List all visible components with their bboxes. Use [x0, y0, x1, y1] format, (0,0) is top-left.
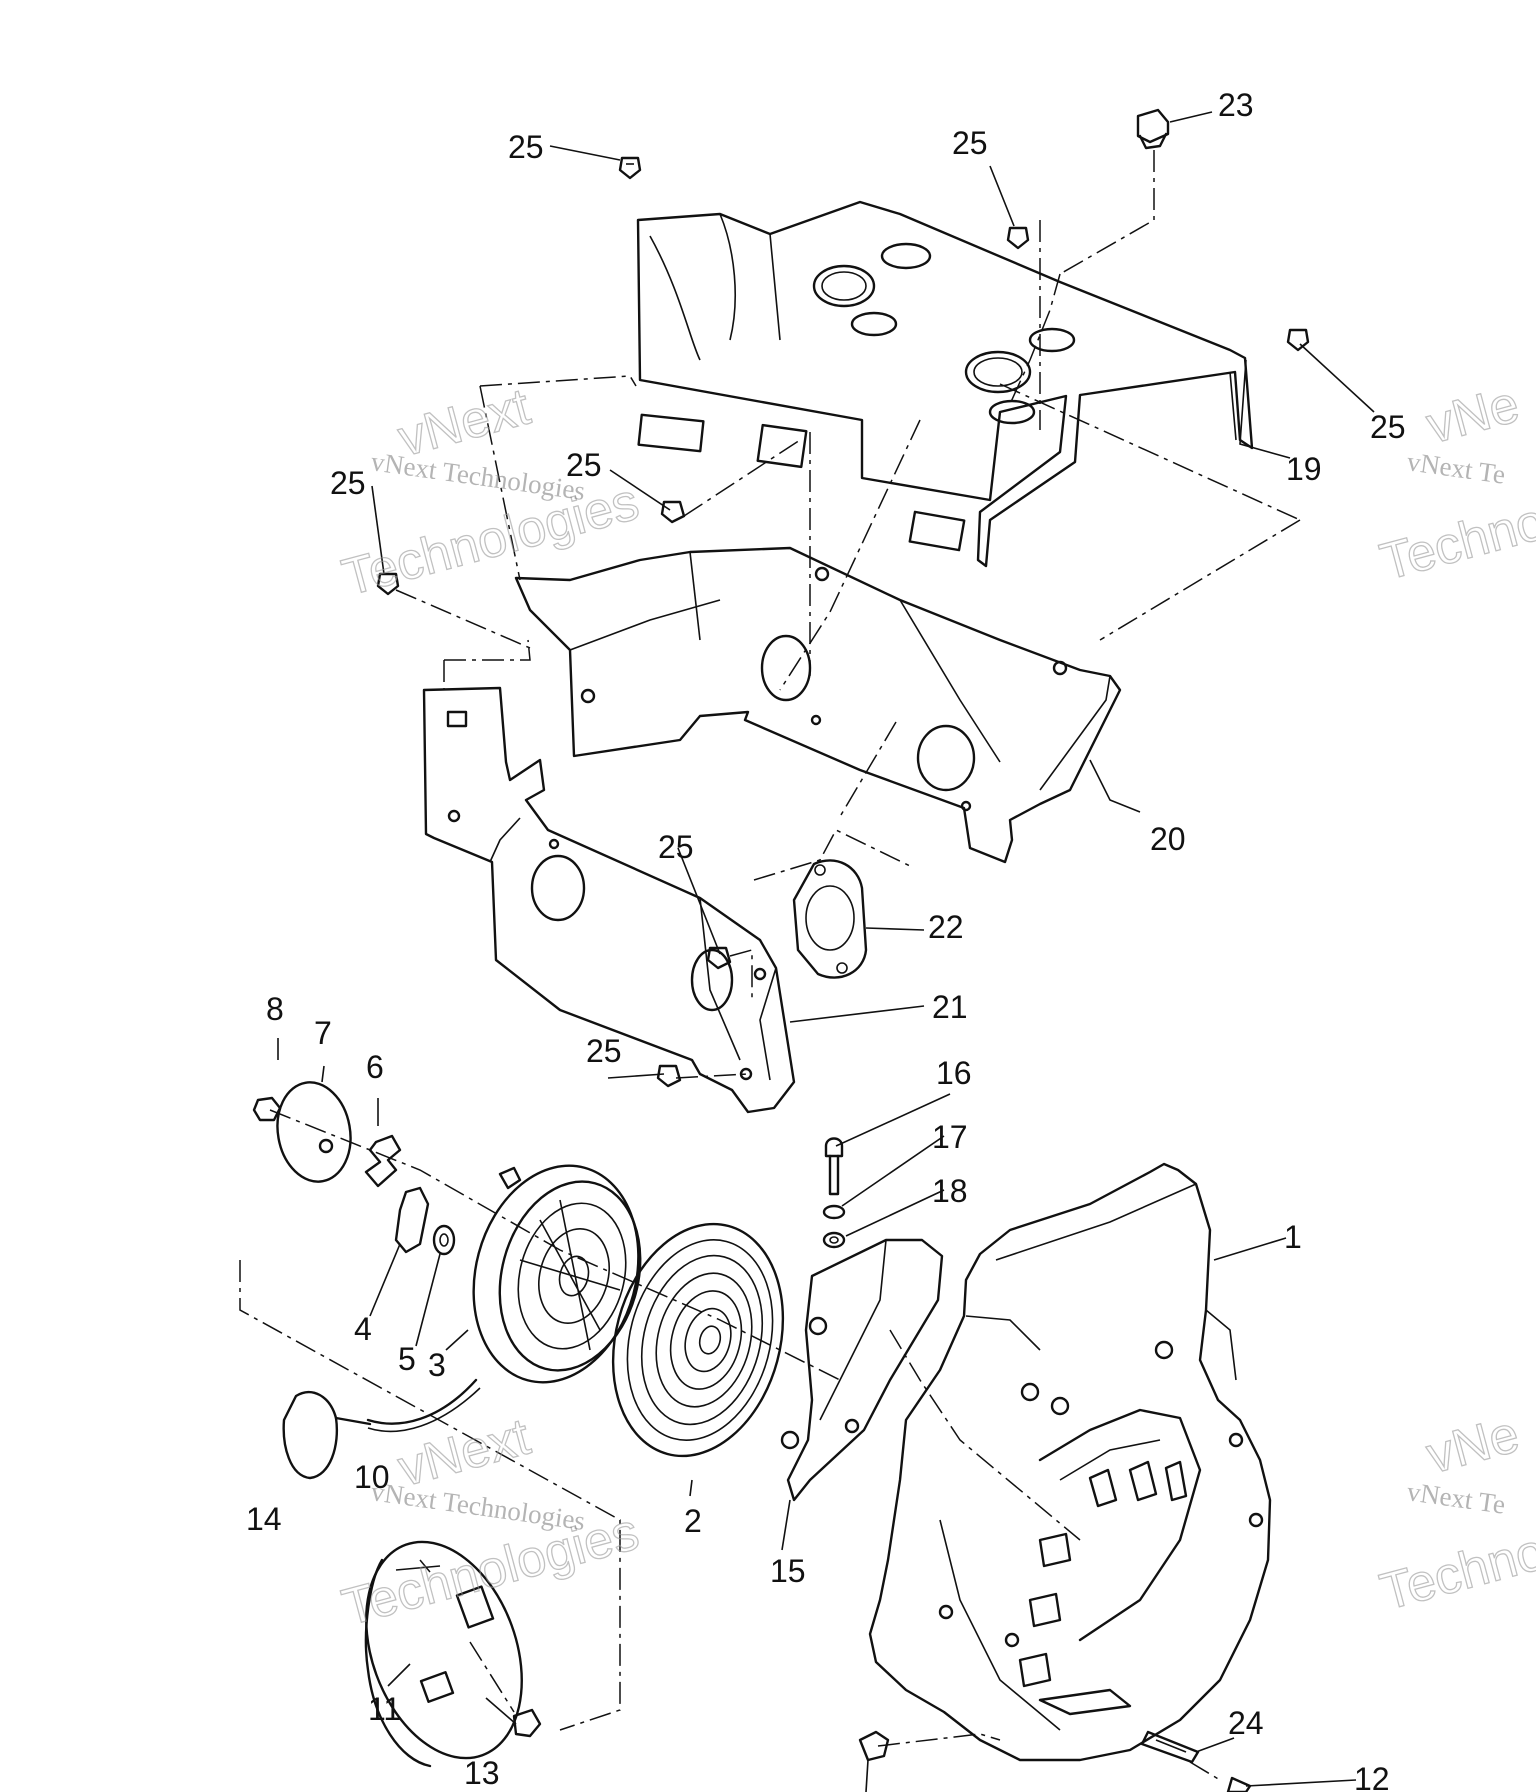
recoil-spring-2 [611, 1222, 785, 1458]
housing-screw [858, 1730, 890, 1792]
upper-fan-cover-19 [636, 200, 1254, 568]
callout-22: 22 [928, 909, 964, 945]
callout-18: 18 [932, 1173, 968, 1209]
callout-20: 20 [1150, 821, 1186, 857]
exhaust-gasket-22 [792, 859, 868, 979]
starter-rope-and-handle-14 [282, 1378, 481, 1480]
screw-12 [1226, 1776, 1252, 1792]
clip-24 [1140, 1730, 1200, 1764]
callout-16: 16 [936, 1055, 972, 1091]
watermark-technologies-partial: Techno [1374, 1522, 1536, 1621]
callout-13: 13 [464, 1755, 500, 1791]
callout-7: 7 [314, 1015, 332, 1051]
watermark-line: vNext Technologies [369, 1476, 587, 1536]
recoil-pulley-3 [472, 1164, 642, 1384]
callout-25: 25 [952, 125, 988, 161]
callout-24: 24 [1228, 1705, 1264, 1741]
starter-bracket-15 [780, 1238, 944, 1502]
callout-25: 25 [1370, 409, 1406, 445]
spacer-5 [432, 1224, 456, 1256]
nut-8 [252, 1096, 282, 1122]
callout-25: 25 [658, 829, 694, 865]
callout-15: 15 [770, 1553, 806, 1589]
callout-25: 25 [586, 1033, 622, 1069]
screws-25 [376, 156, 1310, 1088]
blower-housing-1 [868, 1162, 1272, 1762]
callout-25: 25 [330, 465, 366, 501]
pawl-spring-6 [364, 1134, 402, 1188]
callout-6: 6 [366, 1049, 384, 1085]
callout-17: 17 [932, 1119, 968, 1155]
callout-labels: 23 25 25 25 25 25 25 25 19 20 22 21 16 1… [246, 87, 1406, 1792]
callout-14: 14 [246, 1501, 282, 1537]
watermark-line: vNext Technologies [369, 446, 587, 506]
callout-23: 23 [1218, 87, 1254, 123]
cylinder-baffle-21 [422, 686, 796, 1114]
washer-7 [276, 1081, 352, 1183]
callout-25: 25 [508, 129, 544, 165]
callout-5: 5 [398, 1341, 416, 1377]
pawl-4 [394, 1186, 430, 1254]
watermark-line-partial: vNext Te [1405, 446, 1507, 489]
watermark-line-partial: vNext Te [1405, 1476, 1507, 1519]
watermark-technologies-partial: Techno [1374, 492, 1536, 591]
callout-12: 12 [1354, 1761, 1390, 1792]
callout-8: 8 [266, 991, 284, 1027]
callout-19: 19 [1286, 451, 1322, 487]
watermark: vNext Technologies vNext Technologies vN… [336, 375, 1536, 1638]
callout-2: 2 [684, 1503, 702, 1539]
callout-10: 10 [354, 1459, 390, 1495]
watermark-vnext-partial: vNe [1421, 1405, 1525, 1485]
callout-4: 4 [354, 1311, 372, 1347]
lower-fan-shroud-20 [514, 546, 1122, 864]
bolt-washers-16-17-18 [822, 1137, 846, 1249]
callout-25: 25 [566, 447, 602, 483]
callout-3: 3 [428, 1347, 446, 1383]
callout-21: 21 [932, 989, 968, 1025]
watermark-vnext-partial: vNe [1421, 375, 1525, 455]
callout-11: 11 [368, 1691, 401, 1727]
callout-1: 1 [1284, 1219, 1302, 1255]
starter-cup-10-11 [364, 1540, 523, 1768]
assembly-center-lines [239, 150, 1301, 1781]
callout-leaders [277, 111, 1375, 1787]
oil-fill-cap-23 [1136, 108, 1170, 150]
screw-13 [512, 1708, 542, 1738]
